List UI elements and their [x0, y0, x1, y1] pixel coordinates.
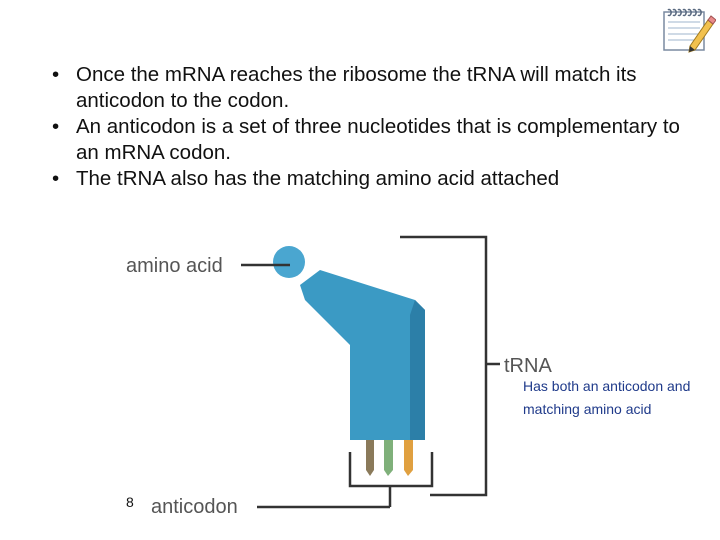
trna-label: tRNA [504, 355, 552, 377]
anticodon-base-2 [384, 440, 393, 476]
anticodon-base-3 [404, 440, 413, 476]
annotation-text: Has both an anticodon and matching amino… [523, 375, 713, 421]
trna-body [300, 270, 425, 440]
amino-acid-label: amino acid [126, 255, 223, 277]
amino-acid-sphere [273, 246, 305, 278]
anticodon-label: anticodon [151, 496, 238, 518]
notepad-pencil-icon [660, 6, 716, 54]
anticodon-base-1 [366, 440, 374, 476]
page-number: 8 [126, 494, 134, 510]
trna-shadow [410, 300, 425, 440]
